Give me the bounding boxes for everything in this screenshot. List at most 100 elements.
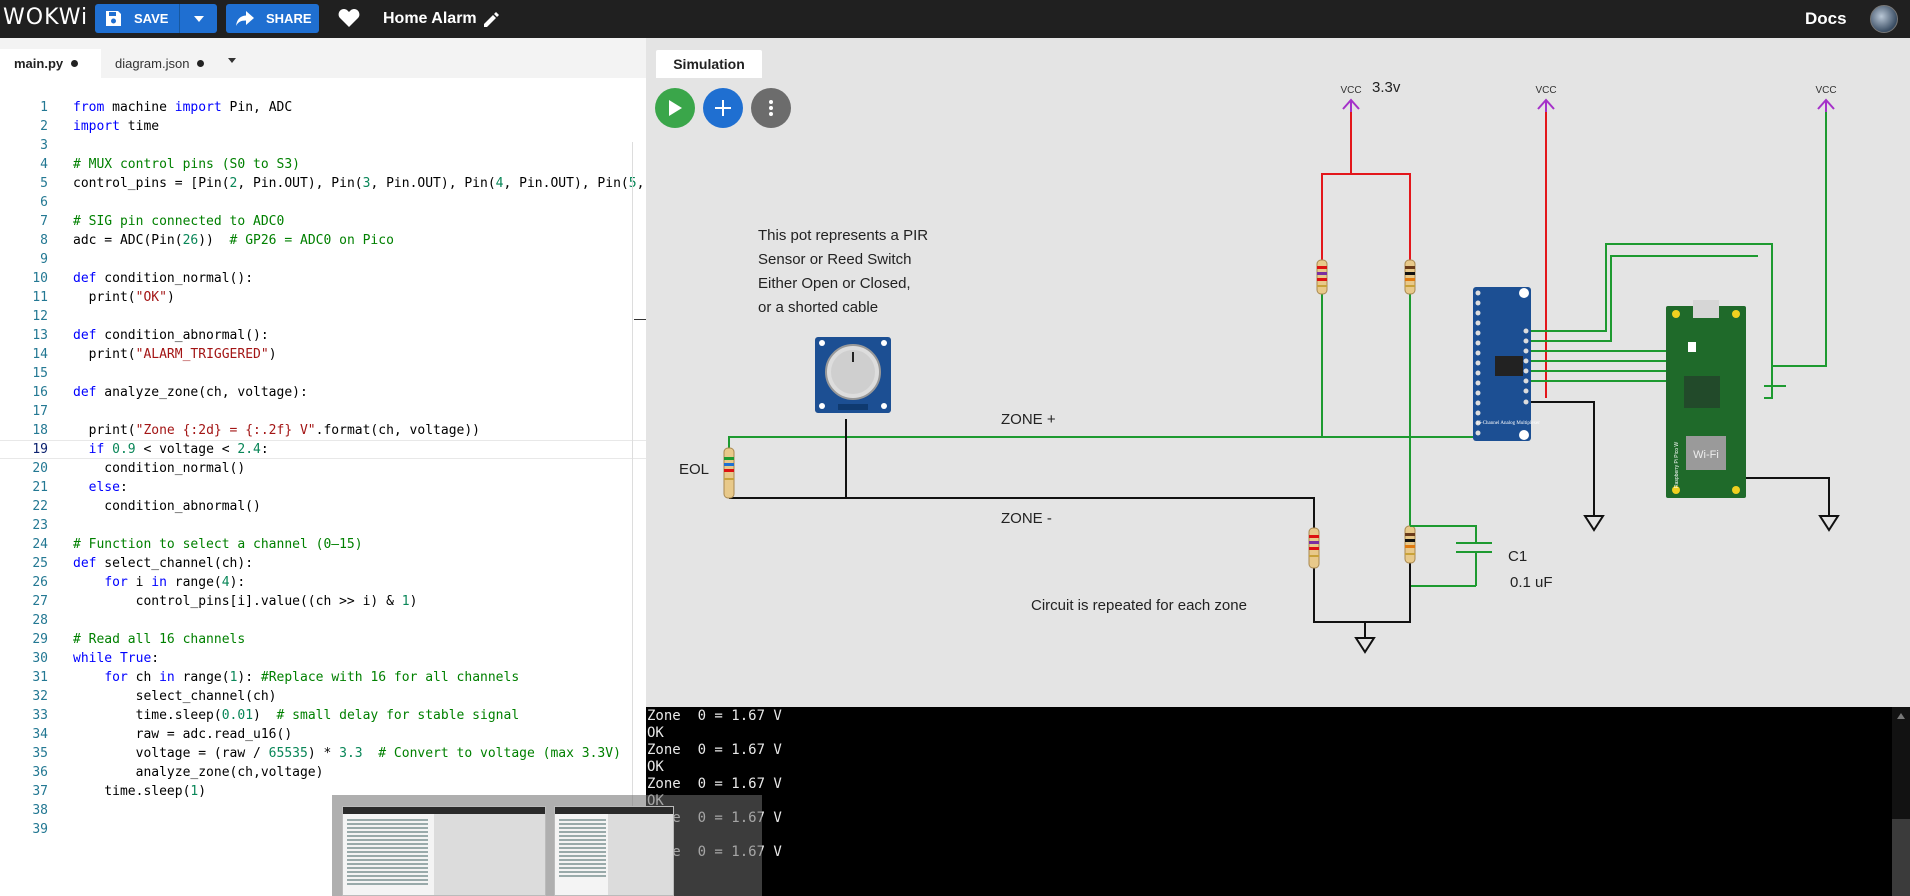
line-number: 16 — [32, 385, 48, 400]
save-label: SAVE — [134, 11, 169, 26]
line-number: 11 — [32, 290, 48, 305]
line-number: 1 — [40, 100, 48, 115]
green-wires — [728, 110, 1827, 587]
code-line[interactable]: 31 for ch in range(1): #Replace with 16 … — [0, 668, 646, 687]
code-line[interactable]: 15 — [0, 364, 646, 383]
code-text: adc = ADC(Pin(26)) # GP26 = ADC0 on Pico — [73, 233, 394, 248]
resistor[interactable] — [1308, 527, 1320, 569]
pico-w-board[interactable]: Wi-Fi Raspberry Pi Pico W — [1666, 300, 1746, 498]
code-line[interactable]: 22 condition_abnormal() — [0, 497, 646, 516]
tab-menu-chevron-icon[interactable] — [228, 58, 236, 63]
add-part-button[interactable] — [703, 88, 743, 128]
code-line[interactable]: 18 print("Zone {:2d} = {:.2f} V".format(… — [0, 421, 646, 440]
code-line[interactable]: 26 for i in range(4): — [0, 573, 646, 592]
line-number: 30 — [32, 651, 48, 666]
code-line[interactable]: 21 else: — [0, 478, 646, 497]
line-number: 2 — [40, 119, 48, 134]
tab-main-py[interactable]: main.py — [0, 49, 101, 78]
vcc-label: VCC — [1340, 85, 1361, 96]
eol-resistor[interactable] — [723, 447, 735, 499]
code-line[interactable]: 3 — [0, 136, 646, 155]
code-text: # Read all 16 channels — [73, 632, 246, 647]
multiplexer-board[interactable]: 16-Channel Analog Multiplexer — [1473, 287, 1540, 441]
line-number: 37 — [32, 784, 48, 799]
code-line[interactable]: 35 voltage = (raw / 65535) * 3.3 # Conve… — [0, 744, 646, 763]
code-line[interactable]: 33 time.sleep(0.01) # small delay for st… — [0, 706, 646, 725]
code-line[interactable]: 20 condition_normal() — [0, 459, 646, 478]
capacitor-c1[interactable] — [1410, 525, 1492, 586]
ground-symbol — [1354, 637, 1376, 654]
code-line[interactable]: 28 — [0, 611, 646, 630]
save-dropdown-button[interactable] — [179, 4, 217, 33]
code-line[interactable]: 38 — [0, 801, 646, 820]
tab-simulation[interactable]: Simulation — [656, 50, 762, 78]
code-line[interactable]: 39 — [0, 820, 646, 839]
line-number: 13 — [32, 328, 48, 343]
line-number: 18 — [32, 423, 48, 438]
line-number: 4 — [40, 157, 48, 172]
code-line[interactable]: 37 time.sleep(1) — [0, 782, 646, 801]
code-text: import time — [73, 119, 160, 134]
code-line[interactable]: 14 print("ALARM_TRIGGERED") — [0, 345, 646, 364]
code-line[interactable]: 2 import time — [0, 117, 646, 136]
heart-icon[interactable] — [338, 8, 360, 28]
line-number: 38 — [32, 803, 48, 818]
pencil-icon[interactable] — [482, 11, 500, 29]
code-line[interactable]: 4# MUX control pins (S0 to S3) — [0, 155, 646, 174]
code-text: else: — [88, 480, 128, 495]
wokwi-logo[interactable]: WOKWi — [3, 5, 89, 30]
code-line[interactable]: 27 control_pins[i].value((ch >> i) & 1) — [0, 592, 646, 611]
window-preview[interactable] — [554, 806, 674, 896]
simulation-menu-button[interactable] — [751, 88, 791, 128]
vcc-symbol: VCC — [1815, 85, 1837, 112]
circuit-diagram[interactable]: VCC VCC VCC 3.3v C1 0.1 uF — [646, 38, 1910, 707]
potentiometer[interactable] — [815, 337, 891, 413]
code-line[interactable]: 32 select_channel(ch) — [0, 687, 646, 706]
code-line[interactable]: 12 — [0, 307, 646, 326]
code-text: def condition_abnormal(): — [73, 328, 269, 343]
code-line[interactable]: 23 — [0, 516, 646, 535]
resistor[interactable] — [1316, 259, 1328, 295]
project-title[interactable]: Home Alarm — [383, 10, 477, 27]
editor-tabs: main.py diagram.json — [0, 38, 646, 78]
code-text: raw = adc.read_u16() — [73, 727, 293, 742]
share-arrow-icon — [236, 11, 254, 26]
docs-link[interactable]: Docs — [1805, 9, 1847, 28]
code-line[interactable]: 7# SIG pin connected to ADC0 — [0, 212, 646, 231]
window-preview[interactable] — [342, 806, 546, 896]
line-number: 36 — [32, 765, 48, 780]
start-simulation-button[interactable] — [655, 88, 695, 128]
user-avatar[interactable] — [1870, 5, 1898, 33]
code-text: print("OK") — [73, 290, 175, 305]
line-number: 7 — [40, 214, 48, 229]
resistor[interactable] — [1404, 259, 1416, 295]
resistor[interactable] — [1404, 525, 1416, 564]
scroll-up-arrow-icon[interactable] — [1897, 713, 1905, 719]
code-line[interactable]: 6 — [0, 193, 646, 212]
code-line[interactable]: 36 analyze_zone(ch,voltage) — [0, 763, 646, 782]
code-line[interactable]: 24# Function to select a channel (0–15) — [0, 535, 646, 554]
code-line[interactable]: 19 if 0.9 < voltage < 2.4: — [0, 440, 646, 459]
scrollbar-thumb[interactable] — [1892, 819, 1910, 896]
code-line[interactable]: 17 — [0, 402, 646, 421]
code-line[interactable]: 9 — [0, 250, 646, 269]
code-line[interactable]: 13 def condition_abnormal(): — [0, 326, 646, 345]
overview-cursor-mark — [634, 319, 646, 320]
code-line[interactable]: 34 raw = adc.read_u16() — [0, 725, 646, 744]
vcc-symbol: VCC — [1535, 85, 1557, 112]
save-button[interactable]: SAVE — [95, 4, 179, 33]
multiplexer-label: 16-Channel Analog Multiplexer — [1476, 421, 1540, 426]
code-line[interactable]: 29# Read all 16 channels — [0, 630, 646, 649]
share-button[interactable]: SHARE — [226, 4, 319, 33]
tab-diagram-json[interactable]: diagram.json — [101, 49, 221, 78]
code-line[interactable]: 11 print("OK") — [0, 288, 646, 307]
